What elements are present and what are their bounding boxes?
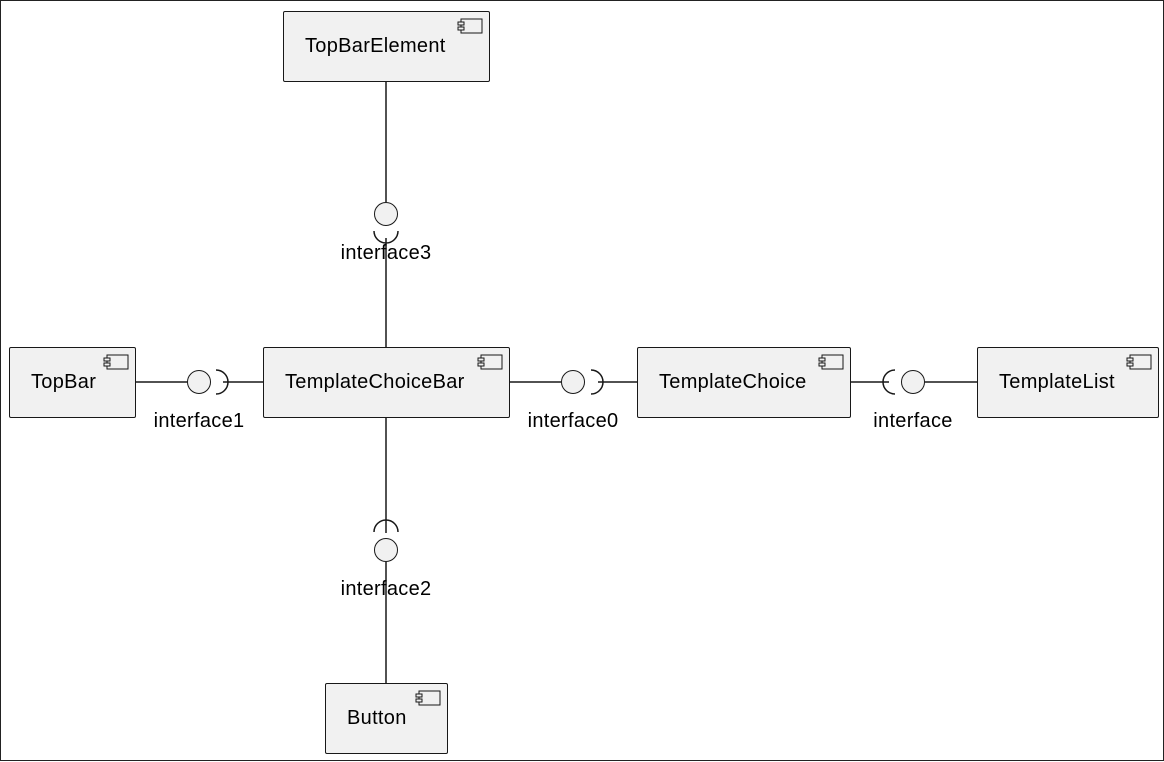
lollipop-interface1 — [187, 370, 211, 394]
component-templatelist[interactable]: TemplateList — [977, 347, 1159, 418]
component-label: TopBarElement — [305, 35, 446, 57]
component-button[interactable]: Button — [325, 683, 448, 754]
lollipop-interface3 — [374, 202, 398, 226]
component-icon — [415, 690, 441, 706]
component-templatechoice[interactable]: TemplateChoice — [637, 347, 851, 418]
component-icon — [1126, 354, 1152, 370]
lollipop-interface — [901, 370, 925, 394]
interface-label-interface1: interface1 — [153, 410, 245, 432]
interface-label-interface3: interface3 — [340, 242, 432, 264]
component-icon — [103, 354, 129, 370]
component-label: Button — [347, 707, 407, 729]
component-label: TemplateChoiceBar — [285, 371, 465, 393]
component-icon — [457, 18, 483, 34]
socket-interface1 — [215, 369, 229, 395]
interface-label-interface: interface — [873, 410, 953, 432]
component-icon — [818, 354, 844, 370]
lollipop-interface2 — [374, 538, 398, 562]
socket-interface2 — [373, 519, 399, 533]
component-topbarelement[interactable]: TopBarElement — [283, 11, 490, 82]
lollipop-interface0 — [561, 370, 585, 394]
component-label: TemplateList — [999, 371, 1115, 393]
socket-interface3 — [373, 230, 399, 244]
socket-interface0 — [590, 369, 604, 395]
socket-interface — [882, 369, 896, 395]
component-icon — [477, 354, 503, 370]
interface-label-interface2: interface2 — [340, 578, 432, 600]
interface-label-interface0: interface0 — [527, 410, 619, 432]
component-topbar[interactable]: TopBar — [9, 347, 136, 418]
component-templatechoicebar[interactable]: TemplateChoiceBar — [263, 347, 510, 418]
component-label: TopBar — [31, 371, 97, 393]
component-label: TemplateChoice — [659, 371, 807, 393]
